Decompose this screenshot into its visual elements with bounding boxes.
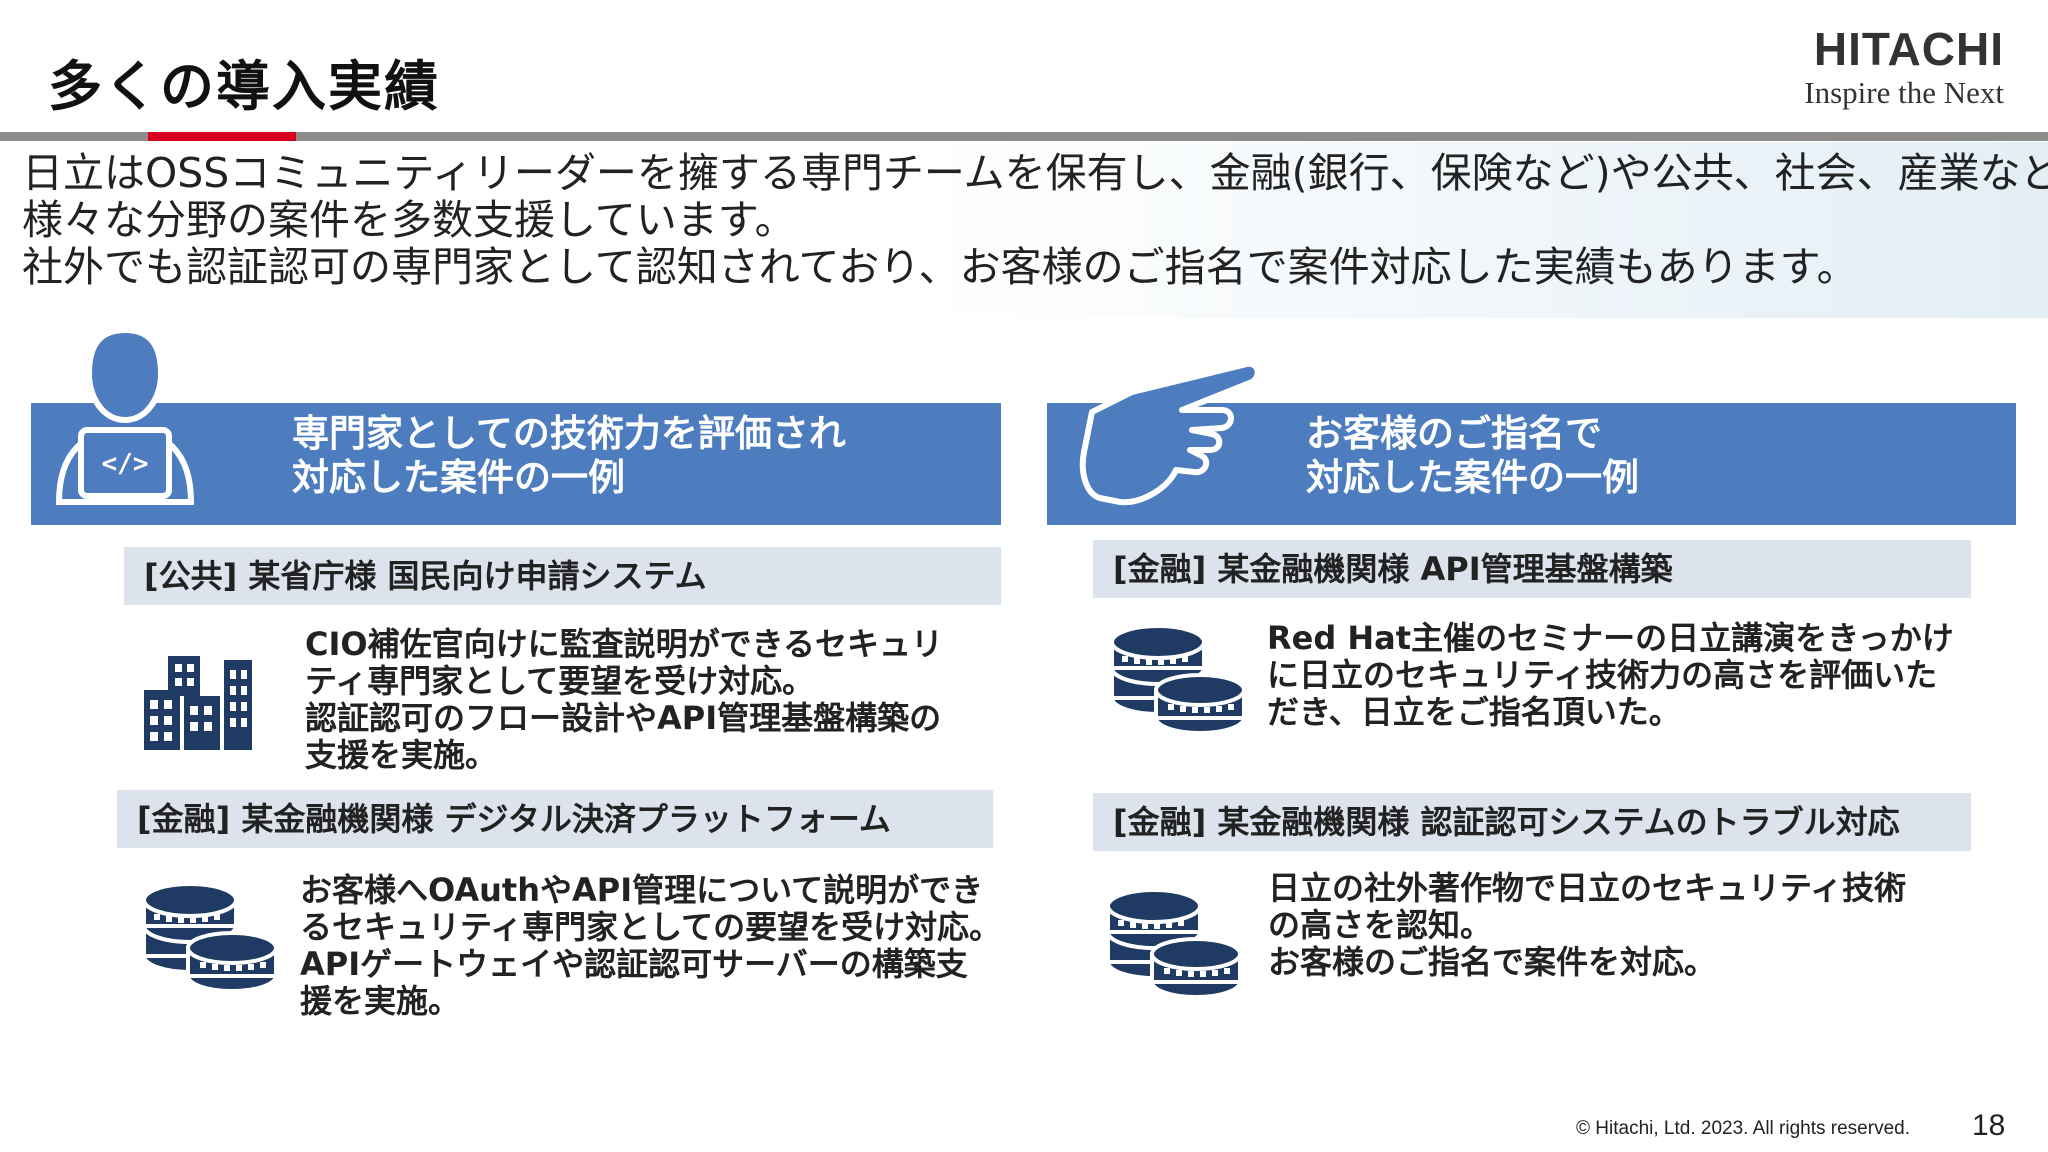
case-label: [金融] 某金融機関様 デジタル決済プラットフォーム bbox=[117, 790, 993, 848]
case-line: お客様のご指名で案件を対応。 bbox=[1268, 943, 1717, 981]
case-label: [公共] 某省庁様 国民向け申請システム bbox=[124, 547, 1001, 605]
case-label: [金融] 某金融機関様 認証認可システムのトラブル対応 bbox=[1093, 793, 1971, 851]
case-line: 支援を実施。 bbox=[305, 736, 498, 774]
building-icon bbox=[144, 656, 252, 750]
intro-text: 日立はOSSコミュニティリーダーを擁する専門チームを保有し、金融(銀行、保険など… bbox=[22, 150, 2048, 291]
page-number: 18 bbox=[1972, 1109, 2006, 1142]
case-label: [金融] 某金融機関様 API管理基盤構築 bbox=[1093, 540, 1971, 598]
page-title: 多くの導入実績 bbox=[48, 55, 440, 118]
pointing-hand-icon bbox=[1079, 360, 1261, 506]
right-header-line: 対応した案件の一例 bbox=[1306, 456, 1639, 499]
logo-tagline: Inspire the Next bbox=[1804, 75, 2004, 110]
case-line: 認証認可のフロー設計やAPI管理基盤構築の bbox=[305, 699, 942, 737]
left-header-line: 対応した案件の一例 bbox=[292, 456, 625, 499]
left-panel-title: 専門家としての技術力を評価され 対応した案件の一例 bbox=[292, 412, 846, 500]
case-line: だき、日立をご指名頂いた。 bbox=[1267, 693, 1681, 731]
logo-wordmark: HITACHI bbox=[1813, 23, 2004, 75]
header-divider-accent bbox=[148, 132, 296, 141]
case-line: るセキュリティ専門家としての要望を受け対応。 bbox=[300, 908, 1002, 946]
coins-icon bbox=[1110, 624, 1246, 735]
coins-icon bbox=[1106, 888, 1242, 999]
case-line: 日立の社外著作物で日立のセキュリティ技術 bbox=[1268, 869, 1907, 907]
intro-line: 日立はOSSコミュニティリーダーを擁する専門チームを保有し、金融(銀行、保険など… bbox=[22, 149, 2048, 197]
svg-text:</>: </> bbox=[102, 449, 149, 479]
case-line: に日立のセキュリティ技術力の高さを評価いた bbox=[1267, 656, 1938, 694]
case-description: CIO補佐官向けに監査説明ができるセキュリ ティ専門家として要望を受け対応。 認… bbox=[305, 626, 943, 774]
coins-icon bbox=[142, 882, 278, 993]
intro-line: 社外でも認証認可の専門家として認知されており、お客様のご指名で案件対応した実績も… bbox=[22, 243, 1858, 291]
hitachi-logo: HITACHI Inspire the Next bbox=[1804, 26, 2004, 110]
case-description: お客様へOAuthやAPI管理について説明ができ るセキュリティ専門家としての要… bbox=[300, 872, 1001, 1020]
case-line: Red Hat主催のセミナーの日立講演をきっかけ bbox=[1267, 619, 1954, 657]
case-line: ティ専門家として要望を受け対応。 bbox=[305, 662, 815, 700]
right-panel-title: お客様のご指名で 対応した案件の一例 bbox=[1306, 412, 1639, 500]
case-line: の高さを認知。 bbox=[1268, 906, 1493, 944]
case-line: 援を実施。 bbox=[300, 982, 461, 1020]
header-divider bbox=[0, 132, 2048, 141]
left-header-line: 専門家としての技術力を評価され bbox=[292, 412, 846, 455]
case-line: APIゲートウェイや認証認可サーバーの構築支 bbox=[300, 945, 968, 983]
developer-laptop-icon: </> bbox=[55, 326, 195, 505]
case-line: CIO補佐官向けに監査説明ができるセキュリ bbox=[305, 625, 943, 663]
intro-band bbox=[0, 142, 2048, 318]
case-description: 日立の社外著作物で日立のセキュリティ技術 の高さを認知。 お客様のご指名で案件を… bbox=[1268, 870, 1906, 981]
intro-line: 様々な分野の案件を多数支援しています。 bbox=[22, 196, 796, 244]
copyright-notice: © Hitachi, Ltd. 2023. All rights reserve… bbox=[1576, 1118, 1910, 1139]
right-header-line: お客様のご指名で bbox=[1306, 412, 1602, 455]
case-description: Red Hat主催のセミナーの日立講演をきっかけ に日立のセキュリティ技術力の高… bbox=[1267, 620, 1954, 731]
case-line: お客様へOAuthやAPI管理について説明ができ bbox=[300, 871, 984, 909]
